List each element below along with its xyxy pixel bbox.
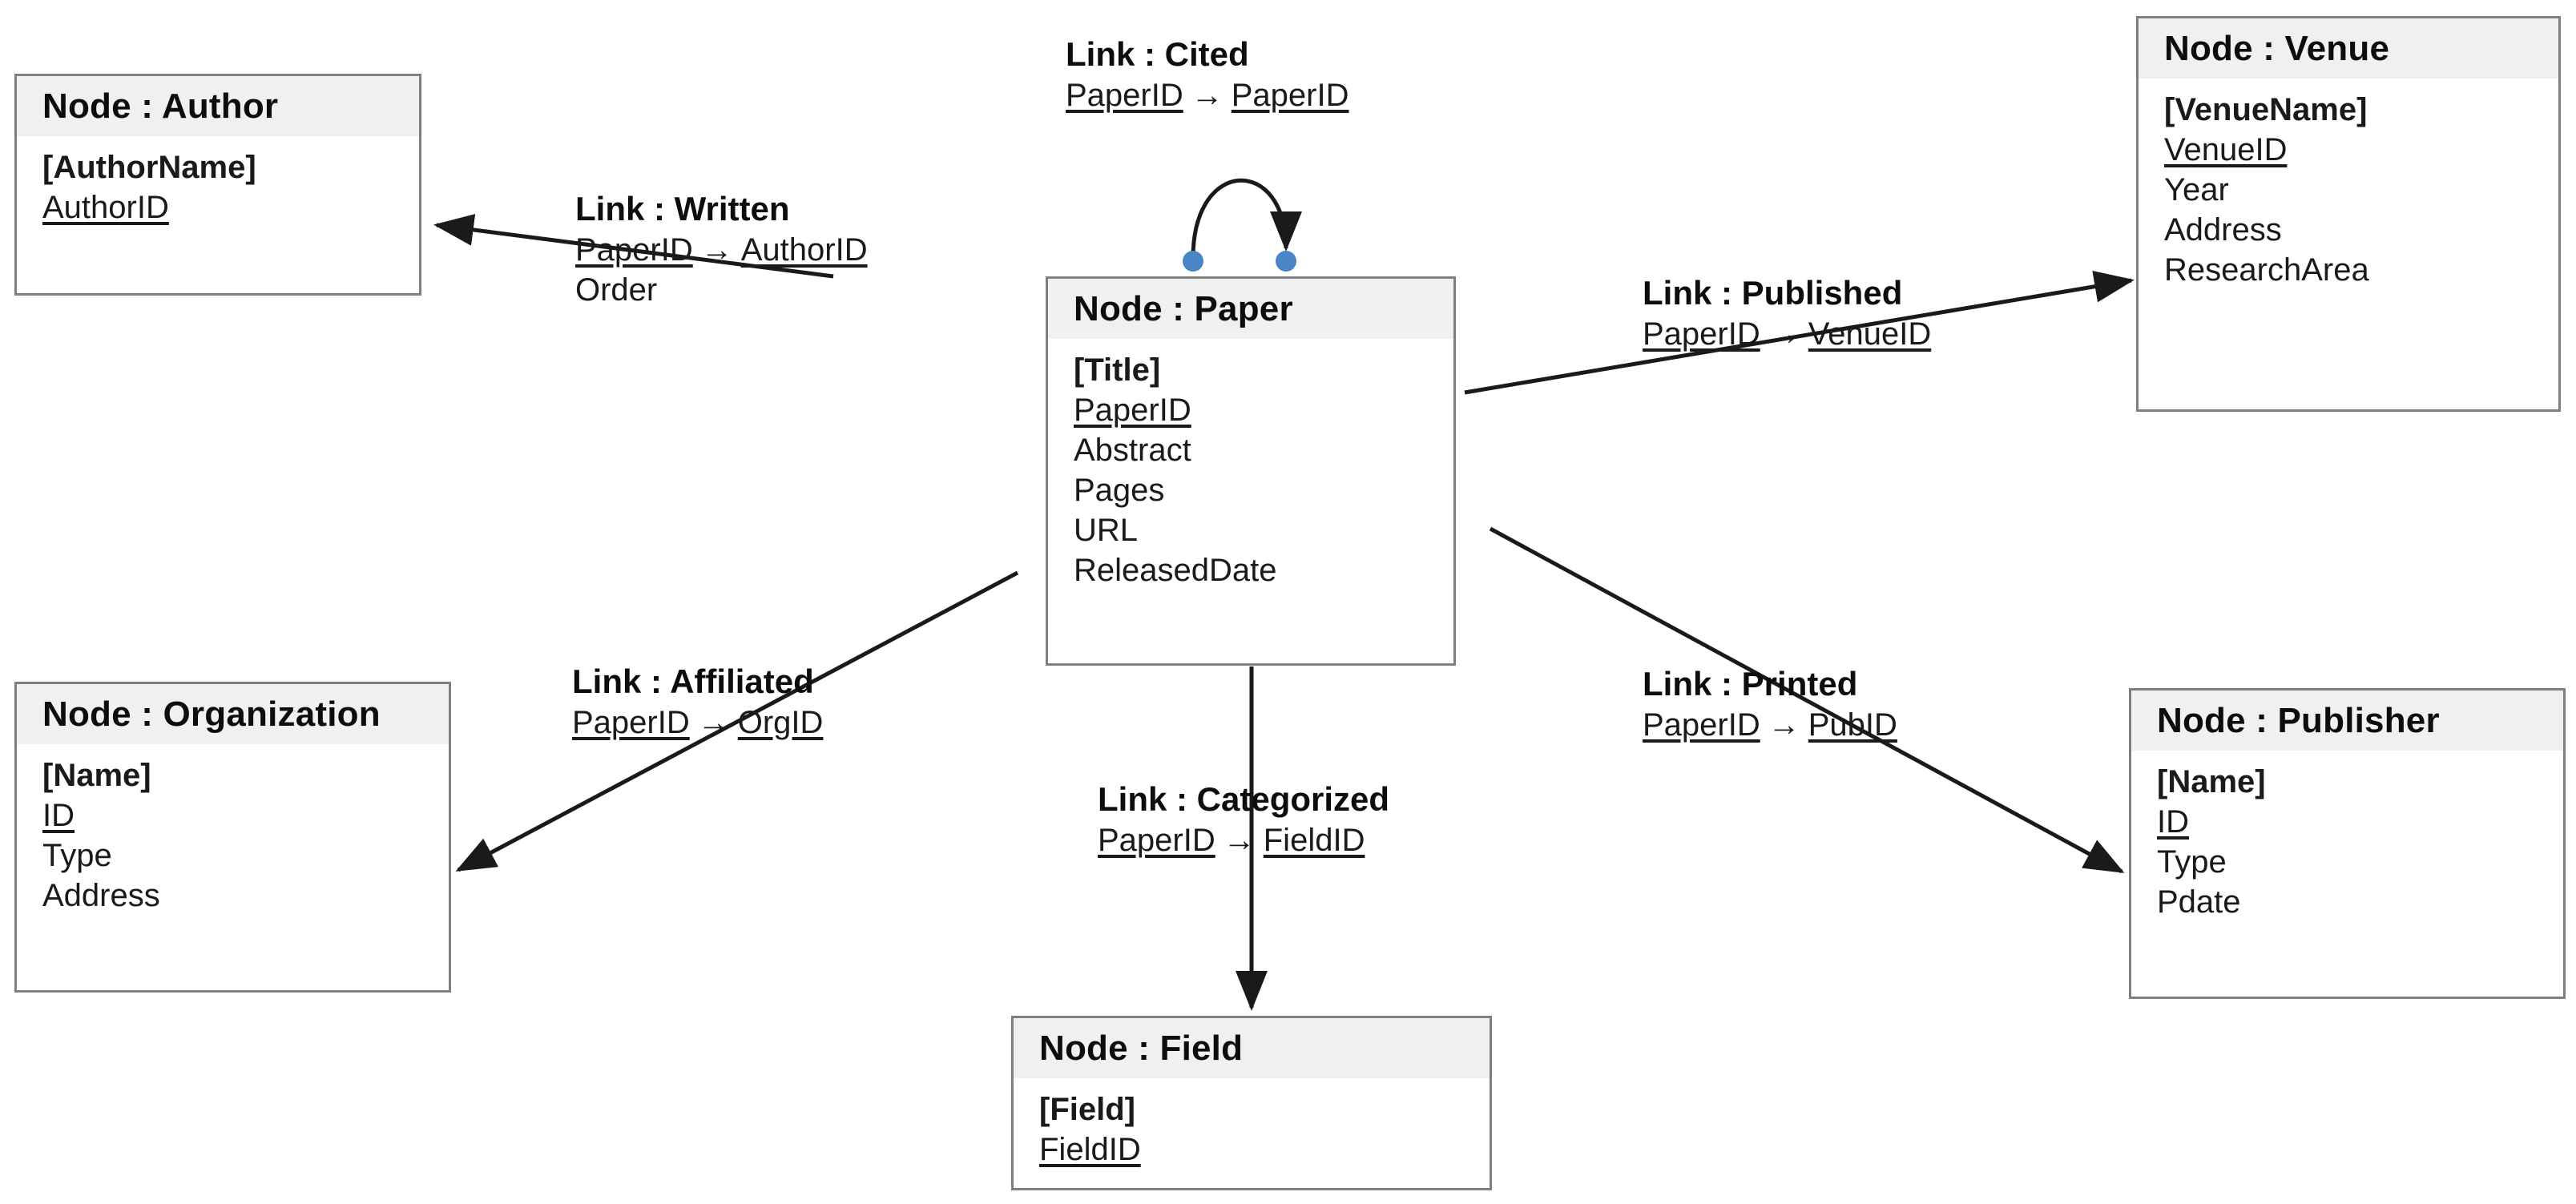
link-written-target-key: AuthorID bbox=[740, 232, 868, 268]
attribute-row: Pages bbox=[1074, 473, 1165, 508]
link-cited-target-key: PaperID bbox=[1231, 78, 1349, 113]
link-published-title: Link : Published bbox=[1643, 274, 1903, 312]
arrow-right-icon: → bbox=[1223, 823, 1256, 858]
node-organization-attributes: [Name] ID Type Address bbox=[17, 744, 449, 916]
arrow-right-icon: → bbox=[1191, 78, 1223, 113]
attribute-row: ReleasedDate bbox=[1074, 553, 1277, 588]
link-label-written[interactable]: Link : Written PaperID→AuthorID Order bbox=[575, 188, 868, 310]
link-affiliated-mapping: PaperID→OrgID bbox=[572, 703, 823, 743]
attribute-row: PaperID bbox=[1074, 393, 1191, 428]
link-categorized-source-key: PaperID bbox=[1098, 823, 1215, 858]
attribute-row: Type bbox=[42, 838, 112, 873]
link-published-source-key: PaperID bbox=[1643, 316, 1760, 352]
node-field[interactable]: Node : Field bbox=[1011, 1016, 1492, 1088]
link-printed-title: Link : Printed bbox=[1643, 665, 1858, 703]
edge-cited-self-loop bbox=[1183, 178, 1302, 272]
node-organization-header: Node : Organization bbox=[17, 684, 449, 747]
node-organization[interactable]: Node : Organization bbox=[14, 682, 451, 754]
node-paper-body-box[interactable]: [Title] PaperID Abstract Pages URL Relea… bbox=[1046, 339, 1456, 666]
attribute-row: VenueID bbox=[2164, 132, 2288, 167]
node-paper-title: Node : Paper bbox=[1074, 288, 1293, 328]
node-author-header: Node : Author bbox=[17, 76, 419, 139]
attribute-row: Address bbox=[42, 878, 160, 913]
node-paper-header: Node : Paper bbox=[1048, 279, 1453, 341]
arrow-right-icon: → bbox=[1768, 707, 1800, 743]
link-affiliated-title: Link : Affiliated bbox=[572, 662, 814, 700]
attribute-row: Type bbox=[2157, 844, 2227, 880]
node-author-attributes: [AuthorName] AuthorID bbox=[17, 136, 419, 228]
arrow-right-icon: → bbox=[700, 232, 733, 268]
node-publisher-title: Node : Publisher bbox=[2157, 700, 2440, 740]
link-printed-target-key: PubID bbox=[1808, 707, 1897, 743]
node-publisher-header: Node : Publisher bbox=[2131, 691, 2563, 753]
node-organization-body-box[interactable]: [Name] ID Type Address bbox=[14, 744, 451, 993]
loop-endpoint-dot-left bbox=[1183, 251, 1203, 272]
node-venue[interactable]: Node : Venue bbox=[2136, 16, 2561, 88]
link-label-categorized[interactable]: Link : Categorized PaperID→FieldID bbox=[1098, 779, 1389, 860]
attribute-row: Abstract bbox=[1074, 433, 1191, 468]
link-cited-title: Link : Cited bbox=[1066, 35, 1249, 73]
node-venue-attributes: [VenueName] VenueID Year Address Researc… bbox=[2139, 79, 2558, 290]
attribute-row: AuthorID bbox=[42, 190, 169, 225]
attribute-row: [VenueName] bbox=[2164, 92, 2368, 127]
link-cited-mapping: PaperID→PaperID bbox=[1066, 75, 1349, 115]
link-published-target-key: VenueID bbox=[1808, 316, 1932, 352]
attribute-row: FieldID bbox=[1039, 1132, 1141, 1167]
attribute-row: ID bbox=[2157, 804, 2189, 840]
node-publisher-body-box[interactable]: [Name] ID Type Pdate bbox=[2129, 751, 2566, 999]
loop-endpoint-dot-right bbox=[1276, 251, 1296, 272]
node-field-attributes: [Field] FieldID bbox=[1014, 1078, 1490, 1170]
node-author-body-box[interactable]: [AuthorName] AuthorID bbox=[14, 136, 421, 296]
node-author[interactable]: Node : Author bbox=[14, 74, 421, 146]
attribute-row: [Name] bbox=[2157, 764, 2266, 799]
attribute-row: ID bbox=[42, 798, 75, 833]
node-venue-header: Node : Venue bbox=[2139, 18, 2558, 81]
link-label-affiliated[interactable]: Link : Affiliated PaperID→OrgID bbox=[572, 661, 823, 743]
attribute-row: [Field] bbox=[1039, 1092, 1135, 1127]
attribute-row: Address bbox=[2164, 212, 2282, 248]
link-printed-mapping: PaperID→PubID bbox=[1643, 705, 1897, 745]
link-label-cited[interactable]: Link : Cited PaperID→PaperID bbox=[1066, 34, 1349, 115]
link-printed-source-key: PaperID bbox=[1643, 707, 1760, 743]
attribute-row: ResearchArea bbox=[2164, 252, 2369, 288]
node-field-title: Node : Field bbox=[1039, 1028, 1244, 1068]
link-categorized-target-key: FieldID bbox=[1263, 823, 1365, 858]
node-venue-body-box[interactable]: [VenueName] VenueID Year Address Researc… bbox=[2136, 79, 2561, 412]
node-publisher-attributes: [Name] ID Type Pdate bbox=[2131, 751, 2563, 922]
node-venue-title: Node : Venue bbox=[2164, 28, 2390, 68]
node-field-body-box[interactable]: [Field] FieldID bbox=[1011, 1078, 1492, 1190]
link-affiliated-target-key: OrgID bbox=[737, 705, 824, 740]
link-written-extra-attribute: Order bbox=[575, 272, 658, 308]
link-affiliated-source-key: PaperID bbox=[572, 705, 690, 740]
node-paper-attributes: [Title] PaperID Abstract Pages URL Relea… bbox=[1048, 339, 1453, 590]
node-organization-title: Node : Organization bbox=[42, 694, 381, 734]
arrow-right-icon: → bbox=[1768, 316, 1800, 352]
link-label-printed[interactable]: Link : Printed PaperID→PubID bbox=[1643, 663, 1897, 745]
attribute-row: Pdate bbox=[2157, 884, 2241, 920]
link-written-title: Link : Written bbox=[575, 190, 790, 228]
attribute-row: Year bbox=[2164, 172, 2229, 207]
link-categorized-mapping: PaperID→FieldID bbox=[1098, 820, 1389, 860]
node-field-header: Node : Field bbox=[1014, 1018, 1490, 1081]
node-publisher[interactable]: Node : Publisher bbox=[2129, 688, 2566, 760]
attribute-row: [Name] bbox=[42, 758, 151, 793]
link-written-source-key: PaperID bbox=[575, 232, 693, 268]
node-author-title: Node : Author bbox=[42, 86, 279, 126]
link-categorized-title: Link : Categorized bbox=[1098, 780, 1390, 818]
link-label-published[interactable]: Link : Published PaperID→VenueID bbox=[1643, 272, 1931, 354]
attribute-row: URL bbox=[1074, 513, 1139, 548]
link-written-mapping: PaperID→AuthorID bbox=[575, 230, 868, 270]
link-published-mapping: PaperID→VenueID bbox=[1643, 314, 1931, 354]
link-cited-source-key: PaperID bbox=[1066, 78, 1183, 113]
attribute-row: [Title] bbox=[1074, 352, 1161, 388]
arrow-right-icon: → bbox=[697, 705, 730, 740]
attribute-row: [AuthorName] bbox=[42, 150, 256, 185]
node-paper[interactable]: Node : Paper bbox=[1046, 276, 1456, 348]
